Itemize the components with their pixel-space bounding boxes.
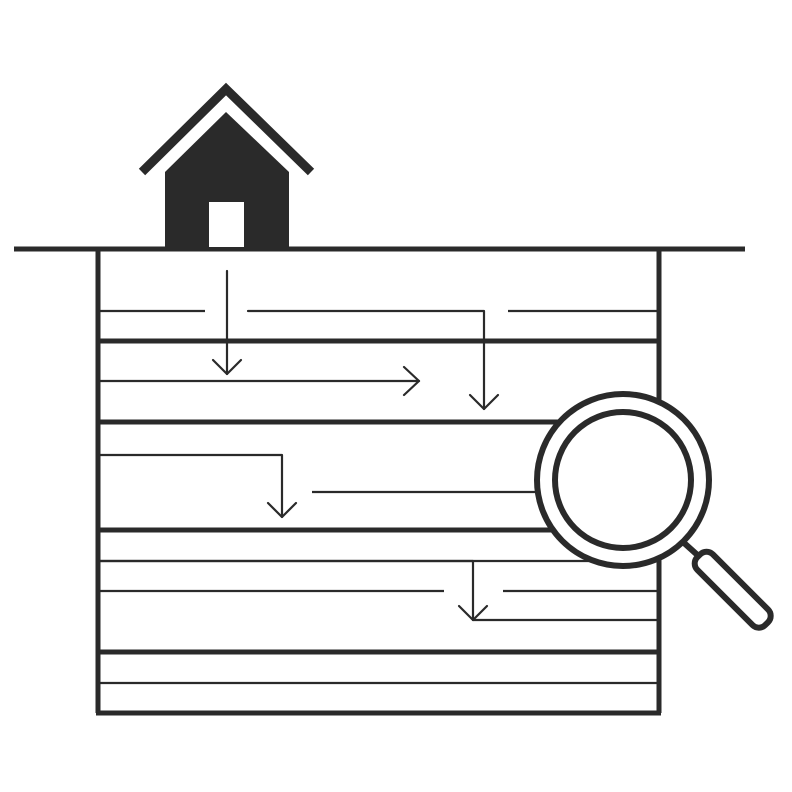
house-body xyxy=(165,112,289,249)
arrow-down-icon xyxy=(98,453,298,519)
magnifier-lens-mask xyxy=(535,392,711,568)
arrow-down-icon xyxy=(98,559,659,622)
arrow-down-icon xyxy=(211,269,243,376)
house-icon xyxy=(138,82,315,249)
magnifier-outer-ring xyxy=(534,391,712,569)
magnifier-handle xyxy=(691,548,774,631)
arrow-down-icon xyxy=(246,309,500,411)
house-door xyxy=(209,202,244,247)
arrow-right-icon xyxy=(98,365,421,397)
flow-paths xyxy=(98,269,659,622)
magnifying-glass-icon xyxy=(534,391,774,631)
house-roof-outline xyxy=(138,82,315,176)
magnifier-inner-ring xyxy=(552,409,694,551)
